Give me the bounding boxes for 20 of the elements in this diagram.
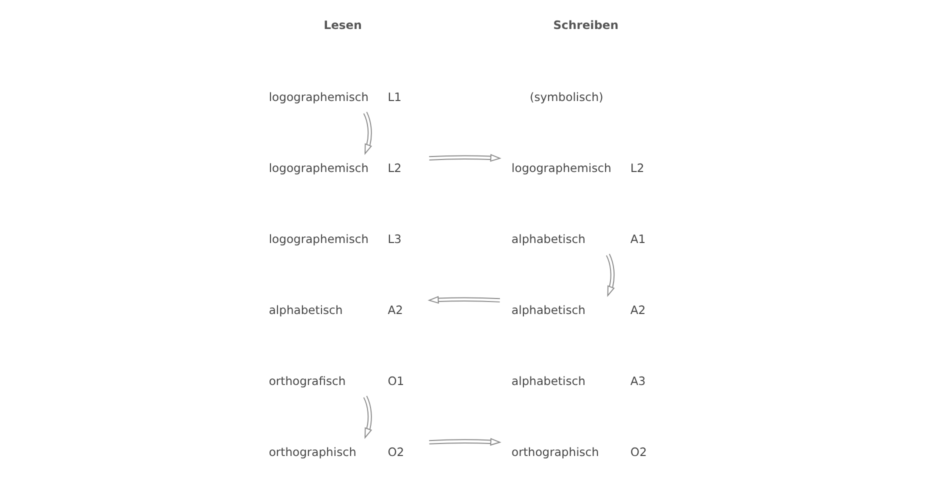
node-text: logographemisch L2	[268, 160, 402, 175]
arrow	[428, 154, 502, 162]
arrow	[606, 253, 615, 297]
node-text: orthographisch O2	[512, 444, 647, 459]
label: Schreiben	[553, 18, 618, 32]
node-text: orthographisch O2	[268, 444, 404, 459]
node-text: alphabetisch A2	[268, 302, 403, 317]
node-text: alphabetisch A1	[512, 232, 646, 246]
node-text: logographemisch L3	[268, 232, 402, 246]
arrow	[428, 438, 502, 446]
arrow	[428, 296, 500, 304]
node-text: alphabetisch A2	[512, 302, 646, 317]
node-text: alphabetisch A3	[512, 374, 646, 388]
node-text: orthografisch O1	[268, 374, 404, 388]
node-text: logographemisch L2	[512, 160, 644, 175]
node-text: (symbolisch)	[530, 90, 604, 104]
node-text: logographemisch L1	[268, 90, 402, 104]
arrow	[363, 395, 372, 439]
arrow	[363, 111, 372, 155]
label: Lesen	[324, 18, 362, 32]
